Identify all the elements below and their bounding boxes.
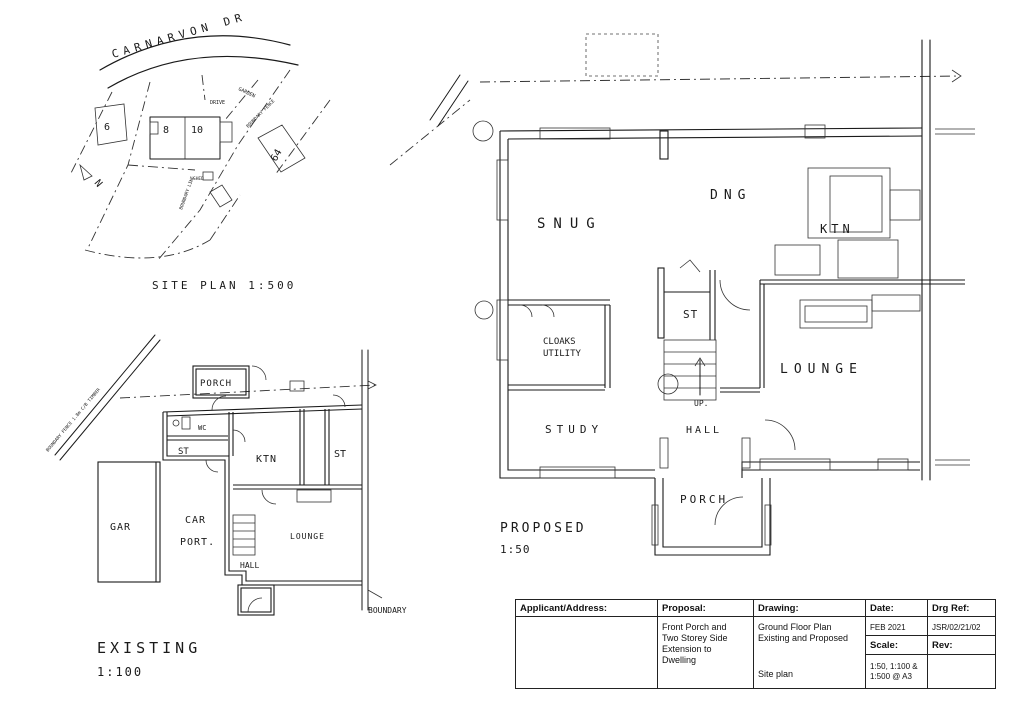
shed-label: SHED	[193, 176, 204, 182]
boundary-fence-label: BOUNDARY FENCE	[245, 98, 276, 129]
scale-header: Scale:	[866, 635, 927, 655]
proposed-room-porch: PORCH	[680, 493, 728, 506]
proposed-room-lounge: LOUNGE	[780, 362, 863, 377]
proposed-title: PROPOSED	[500, 521, 587, 536]
proposal-value: Front Porch and Two Storey Side Extensio…	[662, 622, 749, 666]
date-header: Date:	[866, 600, 927, 617]
existing-room-ktn: KTN	[256, 454, 277, 465]
proposal-column: Proposal: Front Porch and Two Storey Sid…	[658, 600, 754, 688]
scale-line: 1:50, 1:100 &	[870, 662, 918, 671]
scale-line: 1:500 @ A3	[870, 672, 912, 681]
north-arrow: N	[79, 163, 104, 190]
date-scale-column: Date: FEB 2021 Scale: 1:50, 1:100 & 1:50…	[866, 600, 928, 688]
site-plan-title: SITE PLAN 1:500	[152, 279, 296, 292]
ref-value: JSR/02/21/02	[932, 623, 981, 632]
date-value: FEB 2021	[870, 623, 906, 632]
existing-title: EXISTING	[97, 639, 201, 657]
ref-rev-column: Drg Ref: JSR/02/21/02 Rev:	[928, 600, 995, 688]
house-64	[257, 124, 306, 173]
drawing-line: Ground Floor Plan	[758, 622, 832, 632]
site-plan: CARNARVON DR 6 8 10 DRIVE GARDEN BOUNDAR…	[69, 10, 331, 292]
proposal-line: Dwelling	[662, 655, 697, 665]
existing-room-lounge: LOUNGE	[290, 532, 325, 541]
proposal-header: Proposal:	[658, 600, 753, 617]
existing-room-port: PORT.	[180, 537, 215, 548]
proposed-room-hall: HALL	[686, 425, 722, 436]
existing-room-porch: PORCH	[200, 379, 232, 389]
existing-room-car: CAR	[185, 515, 206, 526]
proposed-scale: 1:50	[500, 543, 531, 556]
ref-header: Drg Ref:	[928, 600, 995, 617]
garage	[97, 461, 161, 583]
applicant-header: Applicant/Address:	[516, 600, 657, 617]
drawing-header: Drawing:	[754, 600, 865, 617]
drawing-value: Ground Floor Plan Existing and Proposed	[758, 622, 861, 644]
proposal-line: Front Porch and	[662, 622, 727, 632]
drawing-line: Existing and Proposed	[758, 633, 849, 643]
garden-label: GARDEN	[237, 86, 256, 99]
proposed-room-dng: DNG	[710, 188, 751, 203]
boundary-label: BOUNDARY	[368, 606, 407, 615]
drive-label: DRIVE	[210, 100, 225, 106]
proposed-room-utility: UTILITY	[543, 349, 582, 359]
proposed-plan: SNUG DNG KTN ST CLOAKS UTILITY LOUNGE UP…	[389, 33, 975, 556]
applicant-column: Applicant/Address:	[516, 600, 658, 688]
proposed-room-cloaks: CLOAKS	[543, 337, 576, 347]
existing-room-gar: GAR	[110, 522, 131, 533]
proposal-line: Extension to	[662, 644, 712, 654]
drawing-extra: Site plan	[758, 669, 794, 679]
scale-value: 1:50, 1:100 & 1:500 @ A3	[870, 662, 923, 682]
proposed-room-study: STUDY	[545, 423, 603, 436]
house-number-8: 8	[163, 125, 169, 136]
drawing-column: Drawing: Ground Floor Plan Existing and …	[754, 600, 866, 688]
existing-room-st-left: ST	[178, 447, 189, 457]
house-number-6: 6	[104, 122, 110, 133]
proposed-stairs-up: UP.	[694, 399, 708, 408]
proposed-room-ktn: KTN	[820, 222, 854, 236]
proposed-room-snug: SNUG	[537, 216, 603, 232]
north-label: N	[92, 178, 104, 190]
house-number-10: 10	[191, 125, 203, 136]
existing-room-wc: WC	[198, 424, 206, 432]
proposal-line: Two Storey Side	[662, 633, 728, 643]
existing-room-st-right: ST	[334, 449, 346, 460]
proposed-room-st: ST	[683, 308, 698, 321]
house-6	[94, 103, 128, 146]
existing-room-hall: HALL	[240, 561, 259, 570]
existing-scale: 1:100	[97, 665, 143, 679]
existing-plan: BOUNDARY FENCE 1.8m C/B TIMBER BOUNDARY …	[45, 334, 407, 679]
rev-header: Rev:	[928, 635, 995, 655]
title-block: Applicant/Address: Proposal: Front Porch…	[515, 599, 996, 689]
house-number-64: 64	[269, 148, 285, 164]
